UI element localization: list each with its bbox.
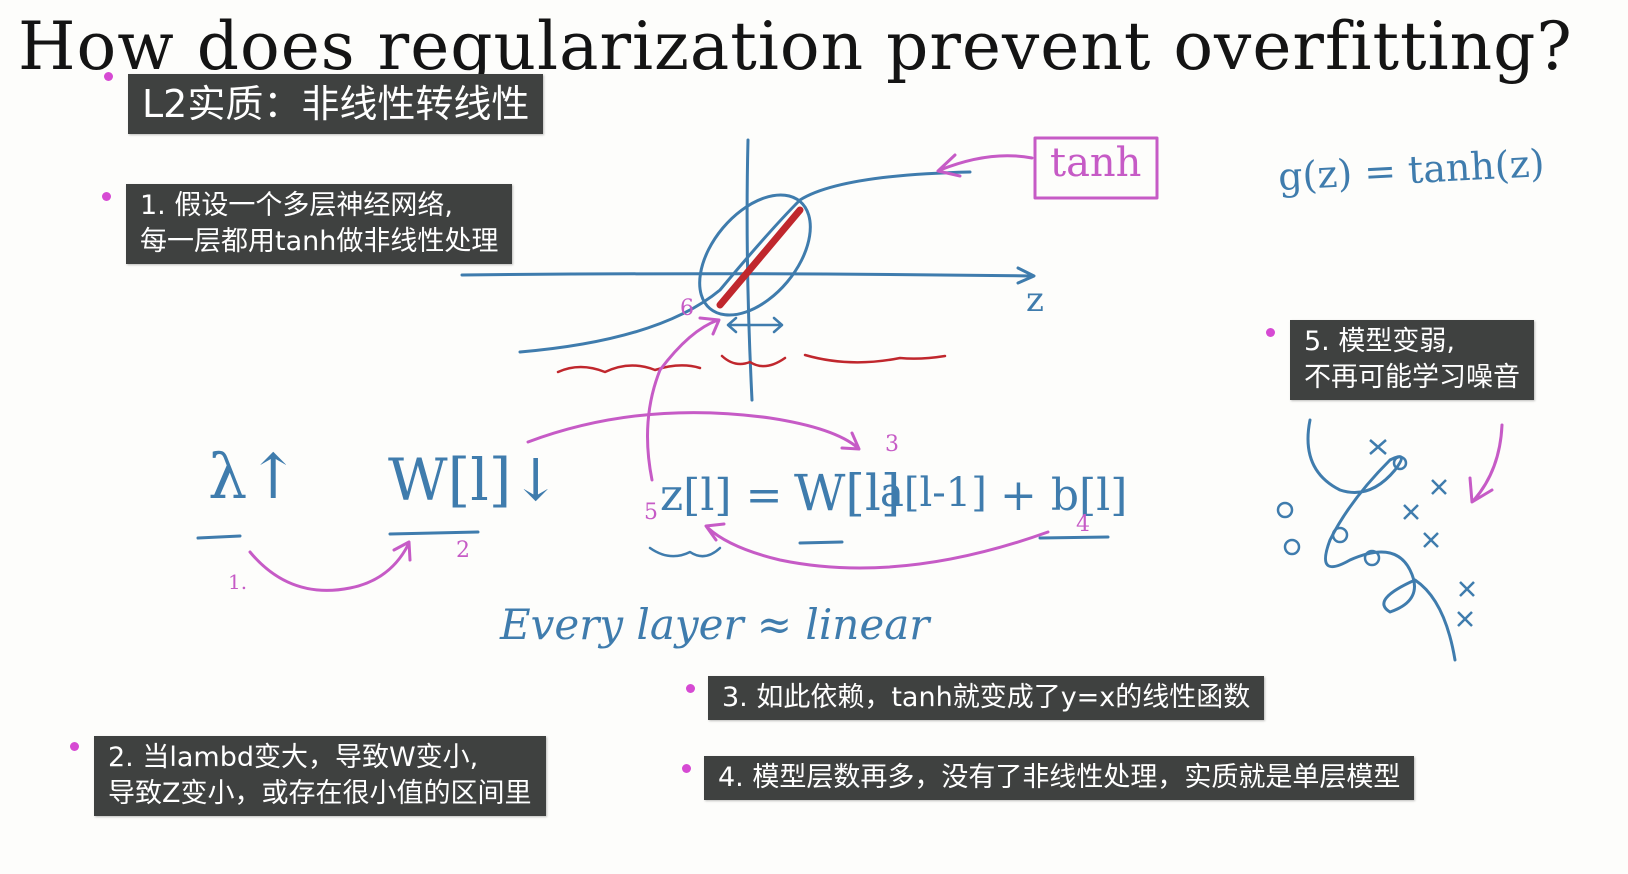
bullet-icon <box>686 684 695 693</box>
data-point-o2 <box>1283 538 1301 556</box>
data-point-o1 <box>1276 501 1294 519</box>
bullet-icon <box>102 192 111 201</box>
tanh-box <box>1033 136 1159 200</box>
data-point-x5 <box>1459 581 1475 597</box>
step-label-4: 4 <box>1076 512 1090 537</box>
red-brace-left <box>556 364 702 374</box>
eq-b: + b[l] <box>1000 470 1128 521</box>
data-point-x1 <box>1369 439 1387 455</box>
arrow-lambda-to-w <box>248 540 412 592</box>
data-point-o5 <box>1392 455 1408 471</box>
y-axis <box>745 138 754 402</box>
data-point-o3 <box>1331 526 1349 544</box>
bullet-icon <box>70 742 79 751</box>
note-5: 5. 模型变弱, 不再可能学习噪音 <box>1290 320 1534 400</box>
lambda-underline <box>196 534 242 540</box>
bullet-icon <box>682 764 691 773</box>
bullet-icon <box>1266 328 1275 337</box>
tanh-curve <box>518 170 972 354</box>
tanh-arrow <box>936 153 1034 178</box>
step-label-1: 1. <box>228 570 248 594</box>
data-point-x3 <box>1403 504 1419 520</box>
step-label-6: 6 <box>680 296 694 321</box>
data-point-o4 <box>1363 549 1381 567</box>
weq-underline <box>798 540 844 545</box>
arrow-w-to-eq <box>526 411 861 451</box>
z-brace <box>648 546 722 558</box>
overfit-arrow <box>1468 423 1504 504</box>
eq-a: a[l-1] <box>880 470 987 516</box>
data-point-x6 <box>1457 611 1473 627</box>
data-point-x2 <box>1431 479 1447 495</box>
lambda-up: λ↑ <box>208 440 300 513</box>
red-brace-mid <box>720 354 787 368</box>
arrow-z-to-graph <box>646 316 721 482</box>
note-3: 3. 如此依赖，tanh就变成了y=x的线性函数 <box>708 676 1265 720</box>
step-label-3: 3 <box>885 432 899 457</box>
step-label-5: 5 <box>644 500 658 525</box>
note-2: 2. 当lambd变大，导致W变小, 导致Z变小，或存在很小值的区间里 <box>94 736 546 816</box>
x-axis-arrow <box>1016 266 1036 285</box>
eq-w: W[l] <box>794 464 901 522</box>
tanh-box-label: tanh <box>1050 140 1142 186</box>
header-note: L2实质：非线性转线性 <box>128 74 544 134</box>
step-label-2: 2 <box>456 538 470 563</box>
small-range-arrow <box>726 316 784 334</box>
bullet-icon <box>104 72 113 81</box>
slide-title: How does regularization prevent overfitt… <box>18 8 1573 85</box>
w-underline <box>388 530 480 536</box>
b-underline <box>1038 535 1110 540</box>
linear-segment <box>716 206 804 309</box>
linear-region-ellipse <box>698 193 812 317</box>
arrow-b-to-z <box>704 522 1050 570</box>
overfit-boundary <box>1306 418 1457 662</box>
red-brace-right <box>803 353 947 364</box>
note-1: 1. 假设一个多层神经网络, 每一层都用tanh做非线性处理 <box>126 184 513 264</box>
every-layer-linear: Every layer ≈ linear <box>500 600 930 649</box>
data-point-x4 <box>1423 532 1439 548</box>
eq-z: z[l] = <box>660 470 783 521</box>
w-down: W[l]↓ <box>388 446 561 514</box>
z-axis-label: z <box>1026 280 1044 320</box>
note-4: 4. 模型层数再多，没有了非线性处理，实质就是单层模型 <box>704 756 1415 800</box>
